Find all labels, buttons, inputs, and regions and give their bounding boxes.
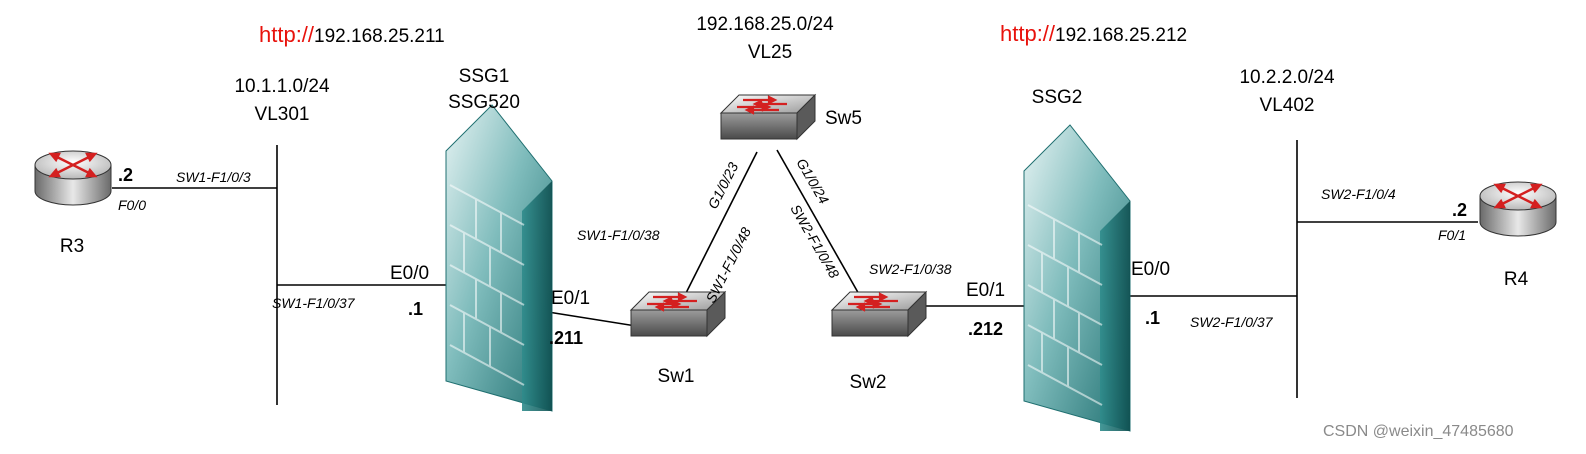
links (112, 140, 1478, 405)
sw1-port-f1038: SW1-F1/0/38 (577, 227, 660, 243)
firewall-ssg1-icon (445, 104, 553, 412)
r4-address: .2 (1452, 200, 1467, 220)
watermark: CSDN @weixin_47485680 (1323, 423, 1514, 440)
ssg2-url[interactable]: http://192.168.25.212 (1000, 21, 1187, 46)
ssg1-e01-address: .211 (549, 328, 583, 348)
core-vlan-label: VL25 (748, 42, 792, 63)
r3-name: R3 (60, 236, 84, 257)
sw5-port-g1024: G1/0/24 (793, 156, 832, 207)
link-sw1-sw5 (684, 151, 758, 296)
core-subnet-label: 192.168.25.0/24 (696, 14, 834, 35)
sw2-port-f1048: SW2-F1/0/48 (787, 202, 842, 282)
r3-address: .2 (118, 165, 133, 185)
right-vlan-label: VL402 (1260, 95, 1315, 116)
left-subnet-label: 10.1.1.0/24 (234, 76, 330, 97)
ssg1-e00-address: .1 (408, 299, 423, 319)
sw1-port-f1037: SW1-F1/0/37 (272, 295, 356, 311)
ssg2-port-e01: E0/1 (966, 280, 1005, 301)
router-r4-icon (1478, 180, 1558, 238)
sw2-port-f104: SW2-F1/0/4 (1321, 186, 1396, 202)
sw5-name: Sw5 (825, 108, 862, 129)
firewall-ssg2-icon (1023, 124, 1131, 432)
switch-sw2-icon (830, 290, 928, 338)
ssg1-port-e00: E0/0 (390, 263, 429, 284)
r4-port: F0/1 (1438, 227, 1466, 243)
ssg1-port-e01: E0/1 (551, 288, 590, 309)
link-sw5-sw2 (776, 149, 861, 297)
sw2-port-f1037: SW2-F1/0/37 (1190, 314, 1274, 330)
sw2-name: Sw2 (850, 372, 887, 393)
left-vlan-label: VL301 (255, 104, 310, 125)
ssg2-e01-address: .212 (968, 319, 1003, 339)
r4-name: R4 (1504, 269, 1529, 290)
link-ssg1-sw1 (547, 311, 637, 327)
ssg2-name: SSG2 (1032, 87, 1083, 108)
sw5-port-g1023: G1/0/23 (704, 160, 741, 212)
sw1-port-f1048: SW1-F1/0/48 (702, 224, 754, 305)
r3-port: F0/0 (118, 197, 146, 213)
sw1-name: Sw1 (658, 366, 695, 387)
sw2-port-f1038: SW2-F1/0/38 (869, 261, 952, 277)
router-r3-icon (33, 149, 113, 207)
sw1-port-f103: SW1-F1/0/3 (176, 169, 251, 185)
ssg1-name: SSG1 (459, 66, 510, 87)
right-subnet-label: 10.2.2.0/24 (1239, 67, 1335, 88)
ssg2-e00-address: .1 (1145, 308, 1160, 328)
ssg1-model: SSG520 (448, 92, 520, 113)
ssg1-url[interactable]: http://192.168.25.211 (259, 22, 445, 47)
switch-sw5-icon (719, 93, 817, 141)
ssg2-port-e00: E0/0 (1131, 259, 1170, 280)
